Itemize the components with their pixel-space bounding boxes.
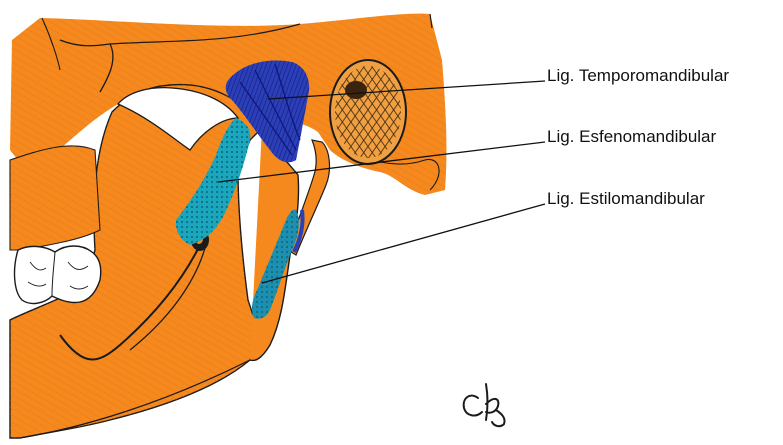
molar-teeth [15, 246, 101, 303]
label-stylomandibular-ligament: Lig. Estilomandibular [547, 190, 705, 207]
label-sphenomandibular-ligament: Lig. Esfenomandibular [547, 128, 716, 145]
artist-signature [464, 384, 505, 426]
auditory-meatus [330, 60, 406, 164]
label-temporomandibular-ligament: Lig. Temporomandibular [547, 67, 729, 84]
maxilla [10, 146, 100, 250]
